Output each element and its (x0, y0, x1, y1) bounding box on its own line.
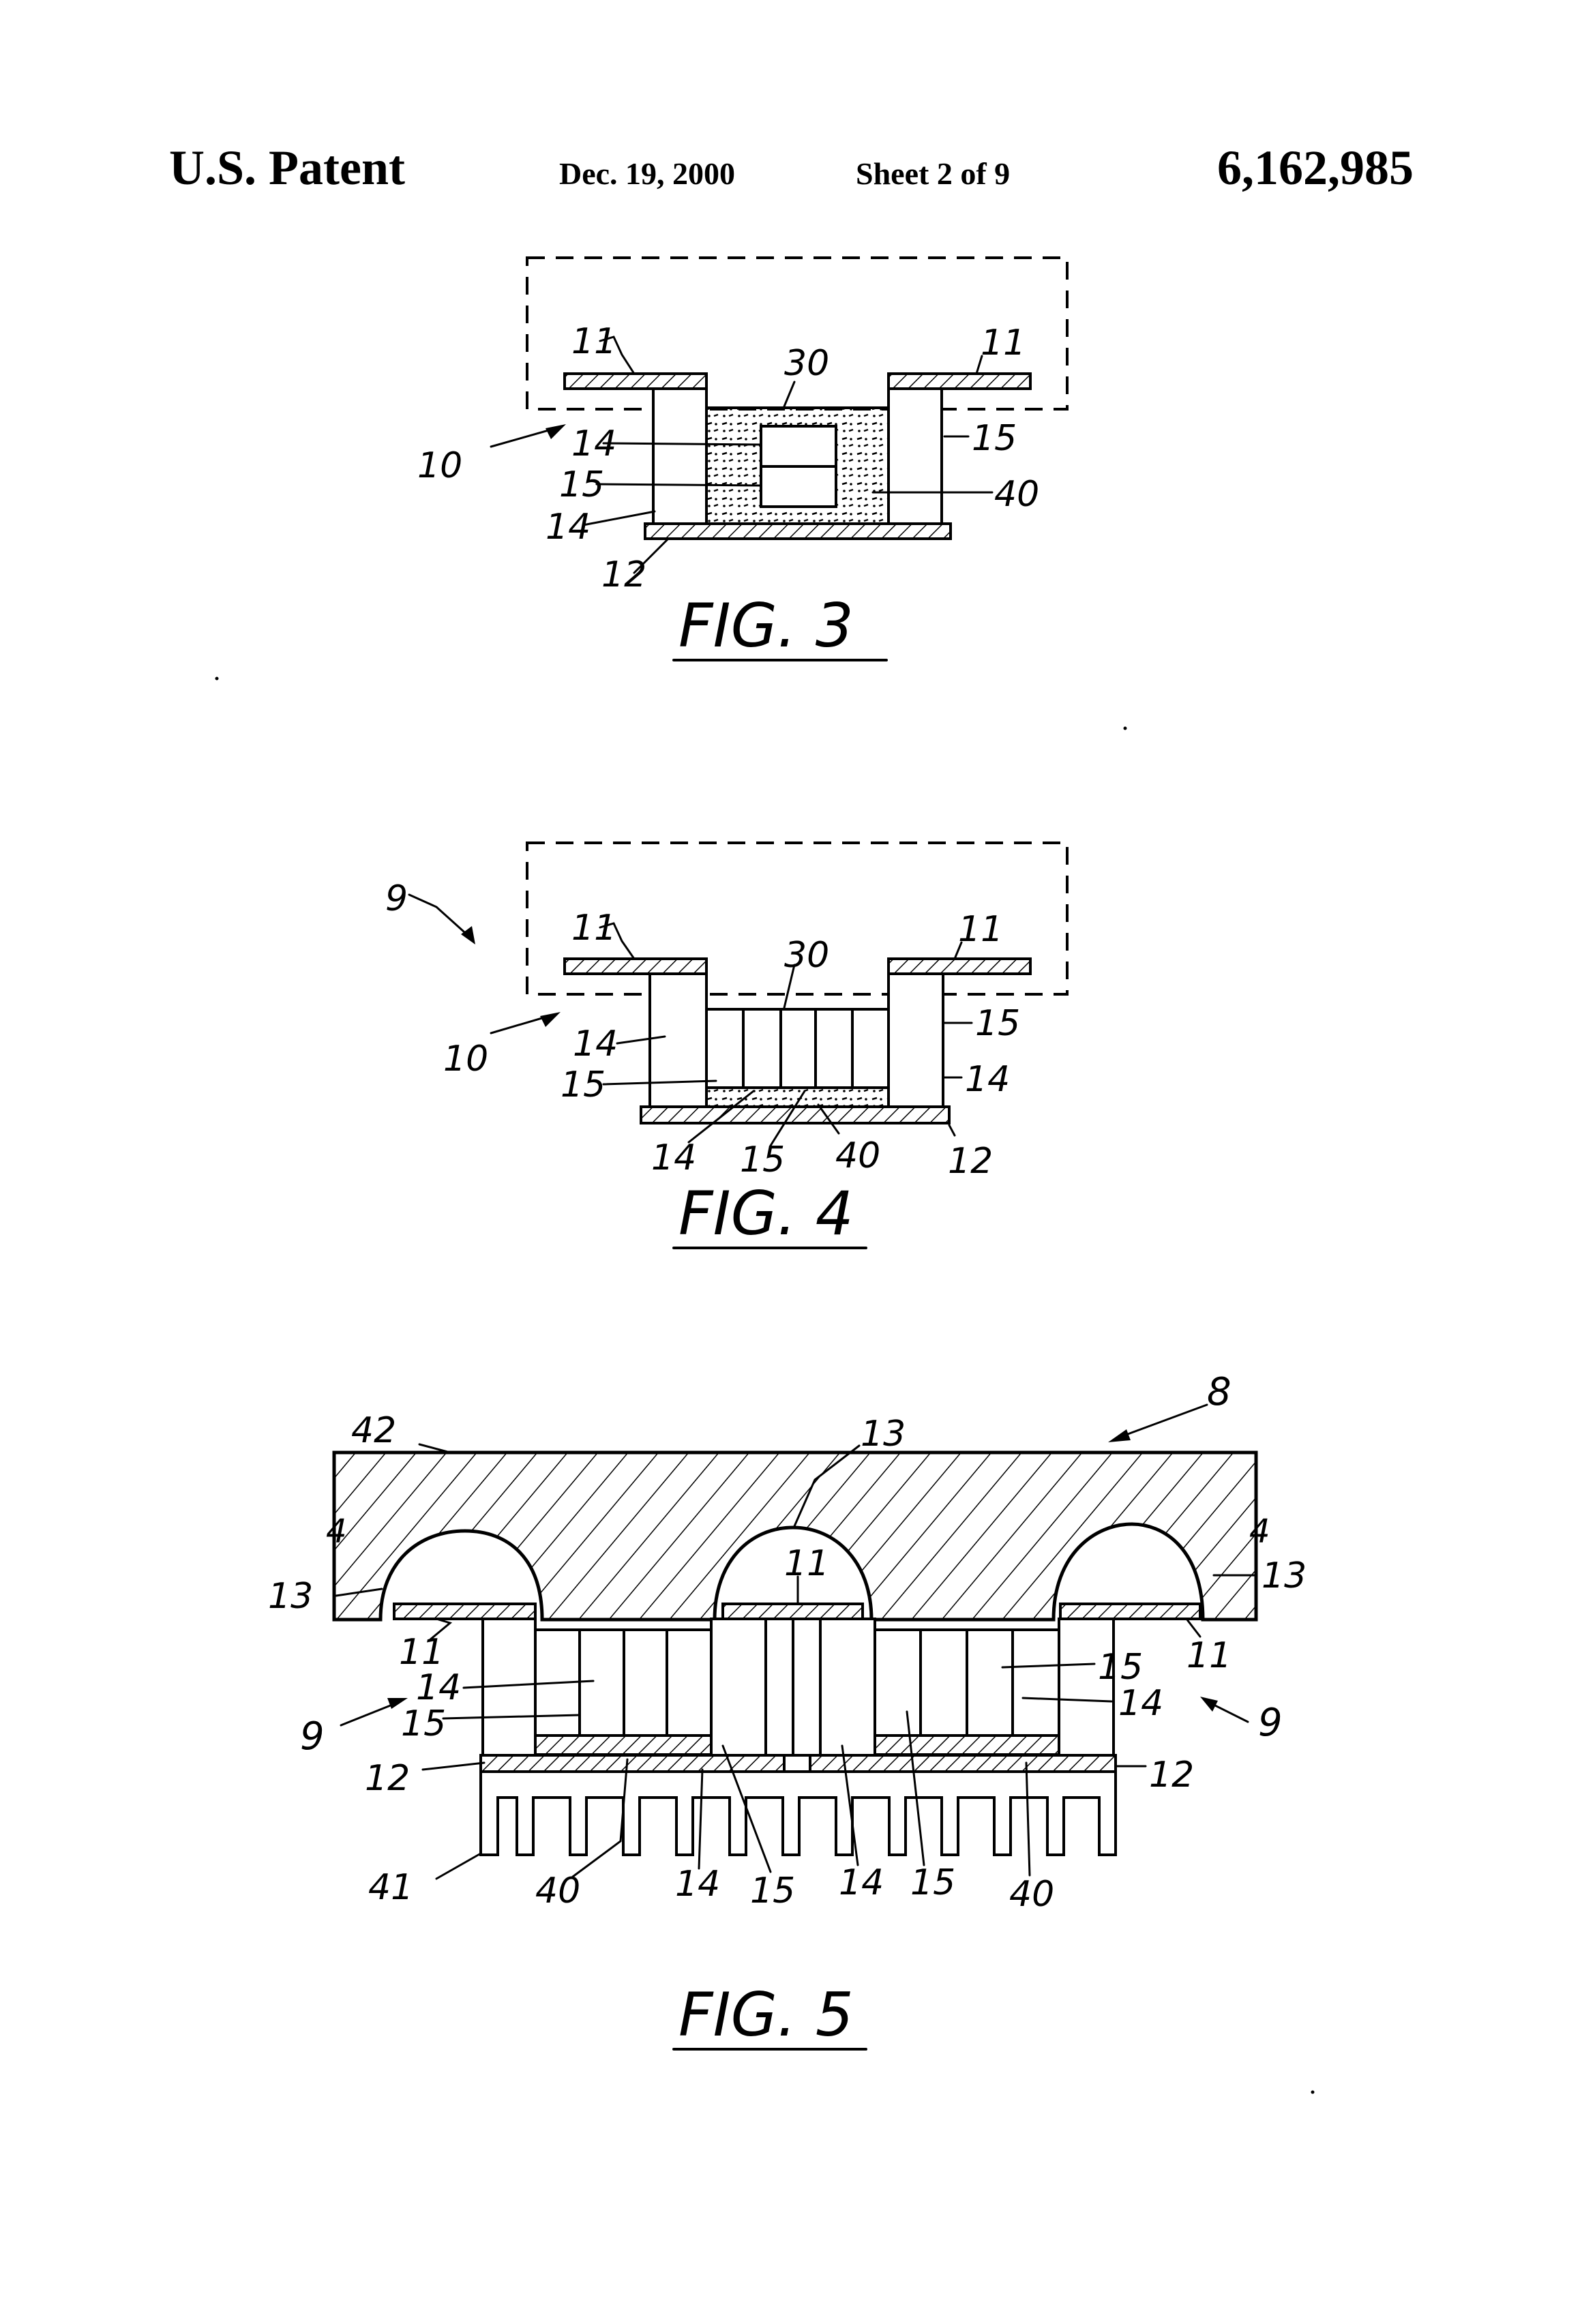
fig3-leader-15a (597, 484, 760, 486)
fig4-leader-9 (409, 895, 471, 938)
fig5-label-14c: 14 (675, 1864, 720, 1905)
fig5-label-11a: 11 (399, 1632, 444, 1673)
fig5-arrowhead-8 (1108, 1429, 1131, 1442)
fig3-label-30: 30 (784, 343, 829, 384)
fig4-caption: FIG. 4 (678, 1178, 854, 1249)
fig4-bottom-conductor (641, 1107, 949, 1123)
fig5-label-12b: 12 (1149, 1755, 1194, 1796)
fig5-leader-9a (341, 1703, 395, 1725)
fig5-label-15d: 15 (910, 1862, 955, 1903)
figure-5: 42 8 13 13 13 4 4 11 11 11 14 15 9 12 15… (268, 1370, 1307, 2050)
fig5-label-14b: 14 (1118, 1683, 1163, 1724)
fig5-label-15a: 15 (401, 1703, 446, 1744)
fig4-label-40: 40 (835, 1135, 880, 1176)
fig5-substrate-body (334, 1452, 1256, 1620)
fig4-label-15c: 15 (740, 1139, 785, 1180)
fig3-caption: FIG. 3 (678, 591, 854, 661)
fig3-label-15b: 15 (972, 418, 1017, 459)
fig3-label-10: 10 (417, 445, 462, 486)
fig4-thermoelement-right (889, 974, 943, 1107)
fig5-label-15c: 15 (750, 1871, 795, 1911)
fig5-label-14d: 14 (839, 1862, 884, 1903)
fig4-label-11a: 11 (571, 908, 616, 949)
fig4-label-9: 9 (385, 878, 408, 919)
fig5-label-40b: 40 (1009, 1874, 1054, 1915)
fig5-label-40a: 40 (535, 1871, 580, 1911)
fig5-bottom-conductor-left (481, 1755, 784, 1772)
fig5-label-13b: 13 (861, 1414, 906, 1455)
fig5-top-conductor-right (1060, 1604, 1200, 1619)
fig5-label-15b: 15 (1098, 1647, 1143, 1688)
fig3-label-15a: 15 (559, 464, 604, 505)
fig5-label-4a: 4 (326, 1513, 347, 1551)
fig3-leader-30 (784, 382, 794, 406)
fig5-label-11b: 11 (784, 1543, 829, 1584)
fig4-label-15a: 15 (561, 1064, 606, 1105)
fig4-element-array (706, 1009, 889, 1088)
scan-speck-1 (215, 677, 219, 681)
fig3-thermoelement-right (889, 389, 942, 524)
fig5-center-left-element (711, 1619, 766, 1755)
fig3-bottom-conductor (645, 524, 951, 539)
fig5-top-conductor-left (394, 1604, 535, 1619)
fig5-label-14a: 14 (416, 1667, 461, 1708)
fig4-label-14a: 14 (573, 1024, 618, 1064)
fig3-label-11b: 11 (981, 323, 1026, 363)
fig3-leader-10 (491, 428, 556, 447)
fig5-caption: FIG. 5 (678, 1980, 854, 2050)
fig4-label-10: 10 (443, 1039, 488, 1079)
fig5-label-11c: 11 (1186, 1635, 1232, 1676)
fig5-right-inner-element (820, 1619, 875, 1755)
fig4-leader-12 (949, 1125, 955, 1135)
fig4-leader-10 (491, 1016, 549, 1033)
fig5-label-8: 8 (1207, 1370, 1232, 1414)
fig5-heat-sink (481, 1772, 1116, 1855)
fig5-label-41: 41 (368, 1867, 413, 1908)
scan-speck-3 (1311, 2091, 1315, 2094)
fig4-label-11b: 11 (958, 909, 1003, 950)
fig3-label-14a: 14 (571, 423, 616, 464)
fig3-label-40: 40 (994, 474, 1039, 515)
fig5-left-filler (535, 1735, 711, 1755)
fig3-arrowhead-10 (546, 424, 566, 439)
fig5-top-conductor-center (723, 1604, 863, 1619)
fig5-label-42: 42 (351, 1410, 396, 1451)
fig3-label-11a: 11 (571, 321, 616, 362)
fig4-thermoelement-left (650, 974, 706, 1107)
fig4-label-15b: 15 (975, 1003, 1020, 1044)
fig4-label-14c: 14 (651, 1137, 696, 1178)
fig5-leader-12a (423, 1763, 484, 1770)
fig4-arrowhead-10 (540, 1012, 561, 1027)
figure-3: 11 11 30 10 14 15 14 15 40 12 FIG. 3 (417, 258, 1067, 661)
fig5-right-filler (875, 1735, 1059, 1755)
fig5-leader-11c (1186, 1619, 1200, 1637)
fig3-top-conductor-left (565, 374, 706, 389)
scan-speck-2 (1124, 727, 1127, 730)
fig5-leader-8 (1115, 1405, 1207, 1439)
fig5-label-13c: 13 (1262, 1555, 1307, 1596)
fig5-arrowhead-9b (1200, 1697, 1218, 1712)
fig3-leader-14a (603, 443, 760, 445)
fig5-leader-41 (436, 1853, 481, 1879)
fig5-bottom-conductor-right (810, 1755, 1116, 1772)
figure-4: 9 11 11 30 10 14 15 15 14 14 15 40 12 FI… (385, 843, 1067, 1249)
fig4-top-conductor-right (889, 959, 1030, 974)
fig5-label-13a: 13 (268, 1576, 313, 1617)
fig4-label-14b: 14 (965, 1059, 1010, 1100)
fig4-label-12: 12 (948, 1141, 993, 1182)
fig3-label-12: 12 (601, 554, 646, 595)
fig4-label-30: 30 (784, 935, 829, 976)
fig5-label-4b: 4 (1249, 1513, 1270, 1551)
fig3-thermoelement-left (653, 389, 706, 524)
fig5-label-12a: 12 (365, 1758, 410, 1799)
fig3-top-conductor-right (889, 374, 1030, 389)
fig5-label-9a: 9 (300, 1714, 325, 1759)
fig4-arrowhead-9 (461, 926, 475, 944)
fig3-label-14b: 14 (546, 507, 591, 548)
fig5-label-9b: 9 (1258, 1701, 1283, 1745)
fig4-top-conductor-left (565, 959, 706, 974)
